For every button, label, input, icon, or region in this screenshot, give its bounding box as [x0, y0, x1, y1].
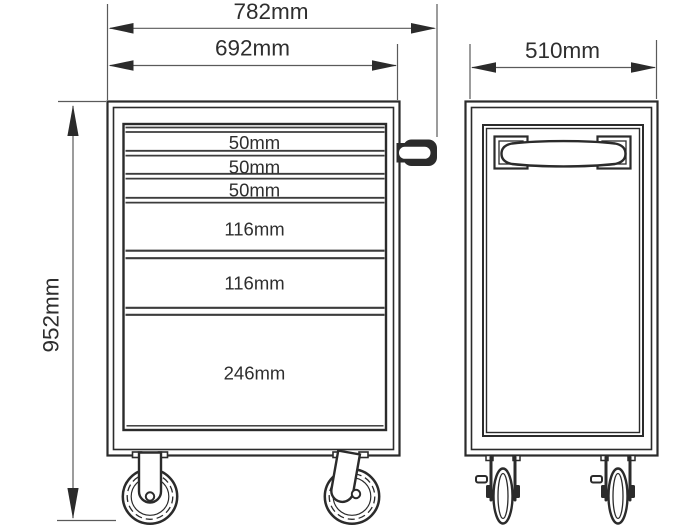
arrowhead-left	[108, 23, 134, 34]
side-view	[464, 100, 659, 525]
front-cabinet-inner-wall	[112, 106, 395, 451]
arrowhead-bottom	[67, 488, 79, 519]
side-handle	[493, 135, 632, 170]
wheel	[607, 467, 629, 525]
caster-side-right	[590, 454, 636, 525]
drawer-label: 50mm	[229, 132, 280, 153]
handle-bar	[500, 139, 627, 168]
brake-lever	[475, 475, 488, 484]
side-panel-inner	[485, 127, 641, 434]
dimension-label-overall-width: 782mm	[233, 0, 308, 24]
caster-front-left	[121, 451, 179, 525]
wheel	[492, 467, 514, 525]
drawer-label: 50mm	[229, 179, 280, 200]
front-drawer-panel	[122, 122, 388, 432]
side-panel-outer	[482, 124, 644, 437]
dimension-label-depth: 510mm	[525, 38, 600, 63]
arrowhead-right	[372, 60, 397, 71]
front-view: 50mm 50mm 50mm 116mm 116mm 246mm	[106, 100, 437, 525]
dimension-cabinet-width: 692mm	[108, 36, 399, 100]
side-cabinet-inner-wall	[470, 106, 653, 451]
arrowhead-left	[471, 62, 496, 73]
dimension-depth: 510mm	[469, 38, 658, 99]
dimension-height: 952mm	[39, 100, 116, 522]
drawer-label: 246mm	[224, 362, 286, 383]
arrowhead-left	[108, 60, 134, 71]
caster-side-left	[475, 454, 521, 525]
dimension-label-cabinet-width: 692mm	[215, 36, 290, 61]
dimension-label-height: 952mm	[39, 277, 64, 352]
drawer-rails	[125, 126, 385, 316]
dimension-overall-width: 782mm	[106, 0, 438, 137]
arrowhead-right	[631, 62, 656, 73]
side-handle-socket	[396, 139, 437, 166]
drawer-label: 116mm	[224, 218, 284, 239]
caster-front-right	[323, 449, 381, 525]
arrowhead-top	[67, 105, 79, 136]
wheel-hub	[350, 488, 362, 500]
drawer-label: 116mm	[224, 272, 284, 293]
caster-fork	[137, 451, 163, 504]
wheel-hub	[144, 491, 156, 502]
brake-lever	[590, 475, 603, 484]
drawer-label: 50mm	[229, 156, 280, 177]
arrowhead-right	[411, 23, 436, 34]
